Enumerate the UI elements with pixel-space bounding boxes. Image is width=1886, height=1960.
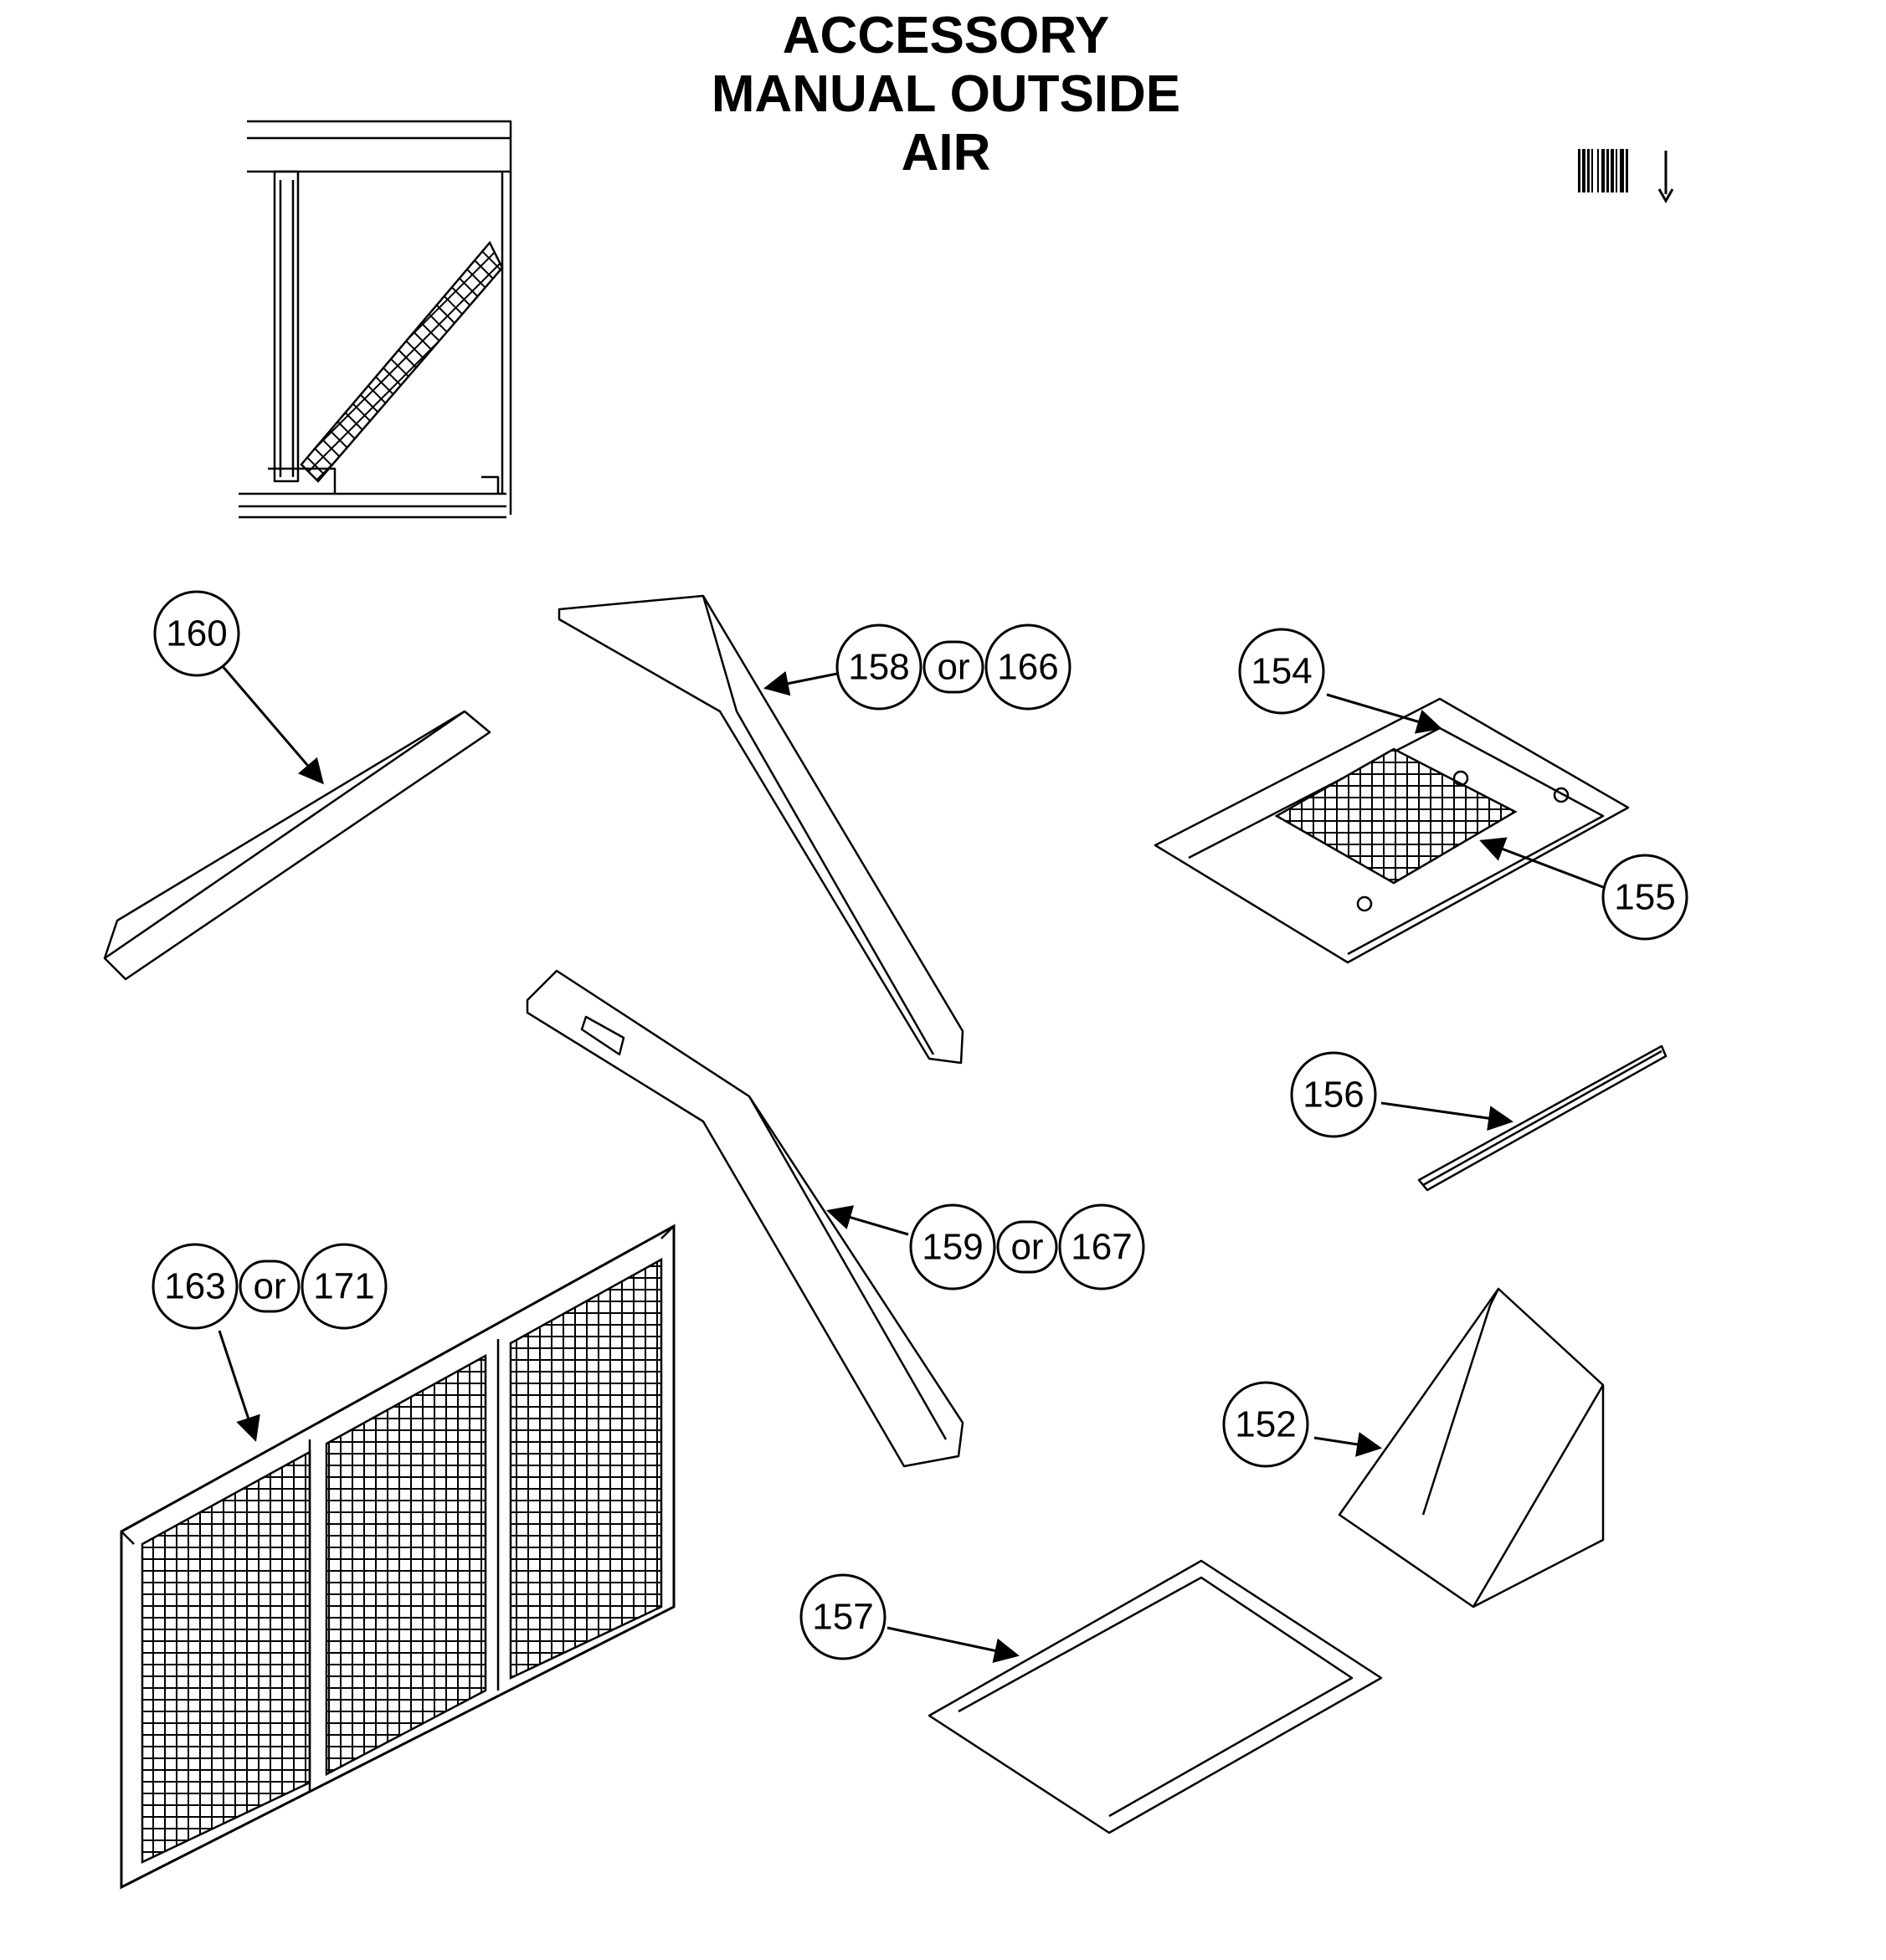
svg-text:or: or bbox=[1010, 1227, 1043, 1268]
callout-154: 154 bbox=[1238, 628, 1325, 715]
callout-166: 166 bbox=[984, 623, 1071, 711]
svg-text:163: 163 bbox=[164, 1266, 225, 1307]
callout-163: 163 bbox=[152, 1243, 239, 1330]
callout-159: 159 bbox=[909, 1203, 996, 1290]
part-152 bbox=[1338, 1287, 1605, 1609]
part-163-171 bbox=[120, 1224, 676, 1890]
part-160 bbox=[103, 710, 491, 981]
assembly-overview bbox=[239, 120, 512, 519]
callout-167: 167 bbox=[1058, 1203, 1145, 1290]
connector-or-163-171: or bbox=[239, 1260, 301, 1313]
part-155-mesh bbox=[1274, 747, 1518, 885]
svg-text:171: 171 bbox=[313, 1266, 374, 1307]
callout-156: 156 bbox=[1290, 1051, 1377, 1138]
title-line-2: MANUAL OUTSIDE bbox=[711, 65, 1181, 123]
svg-text:or: or bbox=[937, 647, 969, 688]
callout-155: 155 bbox=[1601, 854, 1688, 941]
callout-171: 171 bbox=[301, 1243, 388, 1330]
callout-157: 157 bbox=[799, 1573, 886, 1660]
callout-158: 158 bbox=[835, 623, 922, 711]
svg-text:160: 160 bbox=[166, 613, 227, 654]
part-156 bbox=[1417, 1044, 1668, 1192]
part-158-166 bbox=[558, 594, 964, 1065]
connector-or-159-167: or bbox=[996, 1220, 1058, 1274]
svg-text:166: 166 bbox=[997, 647, 1058, 688]
part-159-167 bbox=[526, 969, 964, 1468]
barcode-icon bbox=[1578, 149, 1674, 204]
svg-text:156: 156 bbox=[1303, 1075, 1364, 1116]
svg-text:154: 154 bbox=[1251, 651, 1312, 692]
svg-text:or: or bbox=[253, 1266, 285, 1307]
connector-or-158-166: or bbox=[922, 640, 984, 694]
svg-text:152: 152 bbox=[1235, 1404, 1296, 1445]
diagram-title: ACCESSORY MANUAL OUTSIDE AIR bbox=[653, 7, 1239, 182]
callout-152: 152 bbox=[1222, 1381, 1309, 1468]
part-154 bbox=[1154, 697, 1630, 964]
svg-text:167: 167 bbox=[1071, 1227, 1132, 1268]
leader-lines bbox=[218, 664, 1604, 1664]
svg-text:158: 158 bbox=[848, 647, 909, 688]
svg-text:155: 155 bbox=[1614, 877, 1675, 918]
svg-text:157: 157 bbox=[812, 1597, 873, 1638]
callout-160: 160 bbox=[153, 590, 240, 677]
part-157 bbox=[928, 1559, 1383, 1834]
title-line-3: AIR bbox=[901, 124, 991, 182]
title-line-1: ACCESSORY bbox=[782, 7, 1110, 64]
svg-text:159: 159 bbox=[922, 1227, 983, 1268]
